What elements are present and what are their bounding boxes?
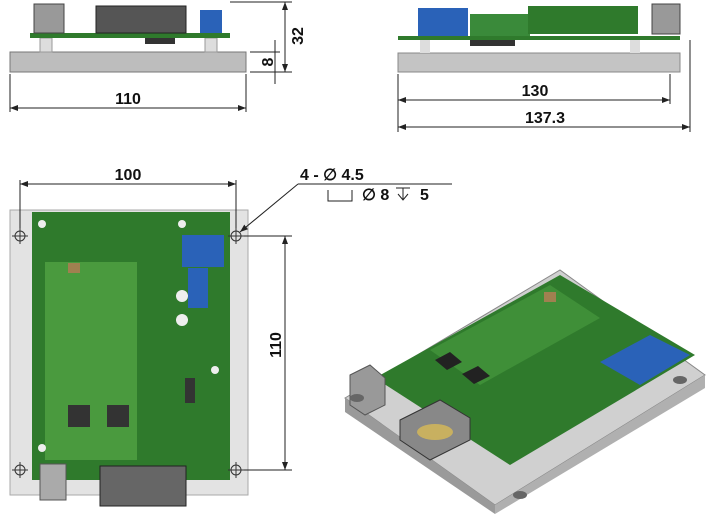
side-view-right: 130 137.3 — [397, 3, 691, 132]
hole-callout-depth: 5 — [420, 187, 429, 204]
hole-spacing-y-dimension: 110 — [268, 332, 285, 358]
inner-length-dimension: 130 — [522, 83, 549, 100]
relay-block — [182, 235, 224, 267]
width-dimension: 110 — [115, 91, 141, 108]
height-dimension: 32 — [290, 27, 307, 45]
pcb — [30, 33, 230, 38]
depth-icon — [396, 187, 410, 201]
hole-callout-counterbore: ∅ 8 — [362, 187, 389, 204]
overall-length-dimension: 137.3 — [525, 110, 565, 127]
base-plate — [397, 52, 681, 73]
base-plate — [9, 51, 247, 73]
mounting-holes — [12, 228, 244, 478]
standoff — [39, 37, 53, 53]
db-connector — [99, 465, 187, 507]
relay-block — [200, 10, 222, 33]
db-connector — [95, 5, 187, 34]
isometric-view — [344, 269, 706, 514]
rj-jack — [33, 3, 65, 34]
relay-block — [418, 8, 468, 36]
side-view-left: 110 32 8 — [9, 1, 307, 112]
rj-jack — [651, 3, 681, 35]
daughter-board — [45, 262, 137, 460]
hole-spacing-x-dimension: 100 — [115, 167, 142, 184]
plate-thickness-dimension: 8 — [260, 57, 277, 66]
top-view: 100 110 4 - ∅ 4.5 ∅ 8 5 — [9, 167, 452, 507]
rj-jack — [39, 463, 67, 501]
hole-callout-diameter: 4 - ∅ 4.5 — [300, 167, 364, 184]
standoff — [204, 37, 218, 53]
